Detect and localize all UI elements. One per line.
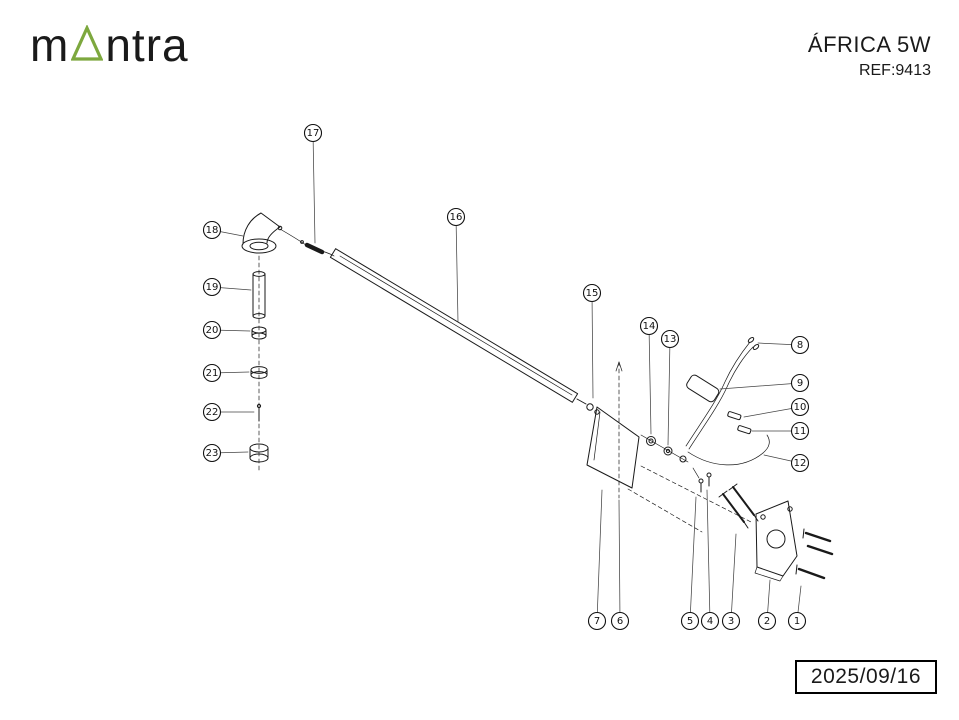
balloon-number-23: 23: [206, 448, 219, 459]
balloon-12: [790, 453, 810, 473]
balloon-number-19: 19: [206, 282, 219, 293]
balloon-number-11: 11: [794, 426, 807, 437]
wall-bracket: [754, 500, 798, 582]
balloon-number-14: 14: [643, 321, 656, 332]
balloon-4: [700, 611, 720, 631]
leader-line-7: [596, 489, 603, 622]
balloon-number-4: 4: [707, 616, 713, 627]
leader-line-10: [743, 406, 801, 418]
balloon-8: [790, 335, 810, 355]
logo-m-text: m: [30, 19, 70, 71]
leader-line-13: [667, 338, 671, 446]
balloon-6: [610, 611, 630, 631]
balloon-3: [721, 611, 741, 631]
leader-line-3: [730, 533, 737, 622]
balloon-number-8: 8: [797, 340, 803, 351]
logo-ntra-text: ntra: [105, 19, 189, 71]
balloon-23: [202, 443, 222, 463]
balloon-number-18: 18: [206, 225, 219, 236]
balloon-16: [446, 207, 466, 227]
title-block: ÁFRICA 5W REF:9413: [808, 32, 931, 80]
leader-line-15: [591, 292, 594, 399]
balloon-20: [202, 320, 222, 340]
balloon-number-9: 9: [797, 378, 803, 389]
balloon-number-16: 16: [450, 212, 463, 223]
date-box: 2025/09/16: [794, 660, 937, 694]
balloon-7: [587, 611, 607, 631]
leader-line-5: [689, 496, 697, 622]
wires-and-driver: [685, 337, 770, 466]
fastener-chain: [640, 434, 689, 463]
balloon-11: [790, 421, 810, 441]
leader-line-4: [706, 489, 711, 622]
balloon-number-22: 22: [206, 407, 219, 418]
arm-tube-part: [329, 248, 579, 403]
balloon-22: [202, 402, 222, 422]
lamp-head: [586, 406, 640, 489]
balloon-15: [582, 283, 602, 303]
balloon-number-13: 13: [664, 334, 677, 345]
leader-line-6: [618, 499, 621, 622]
balloon-number-12: 12: [794, 458, 807, 469]
balloon-21: [202, 363, 222, 383]
balloon-number-2: 2: [764, 616, 770, 627]
balloon-number-17: 17: [307, 128, 320, 139]
balloon-number-10: 10: [794, 402, 807, 413]
balloon-number-5: 5: [687, 616, 693, 627]
balloon-number-3: 3: [728, 616, 734, 627]
balloon-1: [787, 611, 807, 631]
stem-parts: [249, 255, 269, 471]
balloon-number-21: 21: [206, 368, 219, 379]
logo-triangle-icon: [71, 25, 104, 61]
assembly-axis: [615, 361, 623, 499]
leader-line-17: [312, 132, 316, 244]
balloon-number-20: 20: [206, 325, 219, 336]
balloon-17: [303, 123, 323, 143]
product-title: ÁFRICA 5W: [807, 32, 931, 57]
balloon-13: [660, 329, 680, 349]
anchor-bolts: [795, 528, 834, 580]
assembly-guides: [627, 465, 754, 533]
balloon-number-1: 1: [794, 616, 800, 627]
brand-logo: m ntra: [30, 22, 189, 68]
wood-screws: [718, 483, 759, 529]
balloon-5: [680, 611, 700, 631]
balloon-10: [790, 397, 810, 417]
leader-line-14: [648, 325, 652, 435]
balloon-number-7: 7: [594, 616, 600, 627]
balloon-2: [757, 611, 777, 631]
leader-line-9: [719, 382, 801, 390]
canopy-part: [241, 212, 283, 254]
cable-part: [279, 228, 335, 257]
leader-line-16: [455, 216, 459, 323]
balloon-number-6: 6: [617, 616, 623, 627]
balloon-18: [202, 220, 222, 240]
mount-screws-small: [692, 467, 712, 493]
balloon-9: [790, 373, 810, 393]
balloon-19: [202, 277, 222, 297]
date-text: 2025/09/16: [810, 665, 921, 688]
balloon-number-15: 15: [586, 288, 599, 299]
product-ref: REF:9413: [858, 62, 931, 79]
balloon-14: [639, 316, 659, 336]
